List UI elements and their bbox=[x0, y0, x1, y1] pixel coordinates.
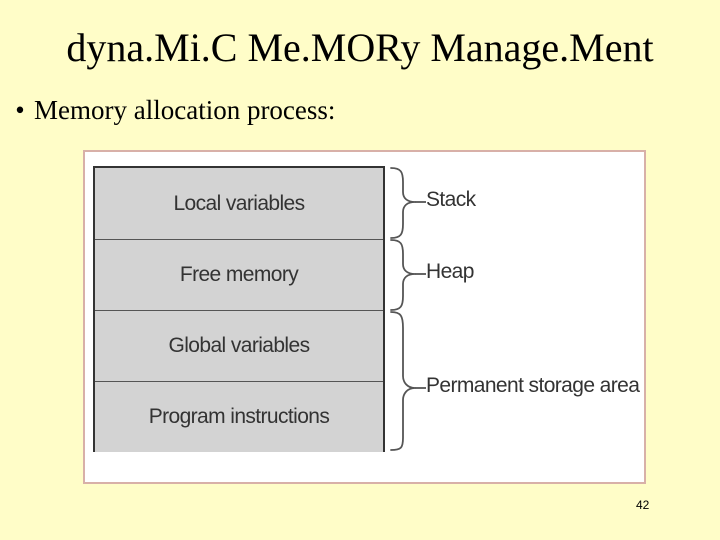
memory-block-free-memory: Free memory bbox=[95, 239, 383, 310]
memory-diagram: Local variables Free memory Global varia… bbox=[83, 150, 646, 484]
region-brackets bbox=[390, 167, 426, 451]
bullet-icon: • bbox=[15, 94, 25, 125]
heap-bracket bbox=[390, 239, 416, 311]
memory-block-global-variables: Global variables bbox=[95, 310, 383, 381]
memory-block-program-instructions: Program instructions bbox=[95, 381, 383, 452]
bullet-text: Memory allocation process: bbox=[34, 94, 336, 125]
region-label-permanent-storage: Permanent storage area bbox=[426, 374, 640, 397]
memory-block-local-variables: Local variables bbox=[95, 168, 383, 239]
bullet-item: • Memory allocation process: bbox=[6, 92, 335, 128]
page-number: 42 bbox=[636, 498, 650, 512]
memory-layout-stack: Local variables Free memory Global varia… bbox=[93, 166, 385, 452]
slide-title: dyna.Mi.C Me.MORy Manage.Ment bbox=[66, 25, 654, 70]
region-label-heap: Heap bbox=[426, 260, 474, 283]
region-label-stack: Stack bbox=[426, 188, 476, 211]
permanent-storage-bracket bbox=[390, 311, 416, 451]
stack-bracket bbox=[390, 167, 416, 239]
